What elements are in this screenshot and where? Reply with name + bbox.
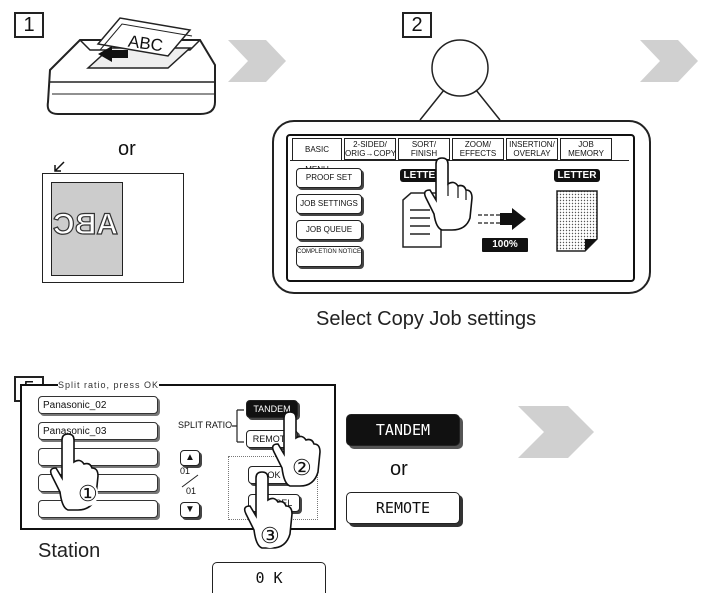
step-mark-3: ③ — [260, 523, 280, 548]
control-panel-frame: BASIC MENU 2-SIDED/ ORIG→COPY SORT/ FINI… — [272, 120, 651, 294]
chevron-arrow-icon — [640, 40, 698, 82]
document-feeder-illustration — [46, 17, 216, 115]
or-label-2: or — [390, 458, 408, 480]
page-total: 01 — [186, 486, 197, 496]
step-mark-1: ① — [78, 481, 98, 506]
step-1-number: 1 — [14, 12, 44, 38]
completion-notice-button[interactable]: COMPLETION NOTICE — [296, 246, 362, 267]
tab-insertion-overlay[interactable]: INSERTION/ OVERLAY — [506, 138, 558, 160]
ok-button[interactable]: 0 K — [212, 562, 326, 593]
tab-divider — [290, 160, 629, 161]
page-divider — [181, 474, 199, 488]
mirrored-text: ABC — [52, 207, 118, 241]
glass-placement: ABC — [42, 173, 184, 283]
station-field-1[interactable]: Panasonic_02 — [38, 396, 158, 414]
mirrored-document — [51, 182, 123, 276]
station-caption: Station — [38, 540, 101, 562]
step-2-number: 2 — [402, 12, 432, 38]
magnifier-callout — [419, 39, 501, 121]
screen-header-text: Split ratio, press OK — [58, 380, 160, 390]
touch-screen: BASIC MENU 2-SIDED/ ORIG→COPY SORT/ FINI… — [286, 134, 635, 282]
split-ratio-bracket — [232, 409, 244, 443]
tandem-button[interactable]: TANDEM — [346, 414, 460, 446]
paper-size-left: LETTER — [400, 169, 446, 182]
tab-zoom-effects[interactable]: ZOOM/ EFFECTS — [452, 138, 504, 160]
job-settings-button[interactable]: JOB SETTINGS — [296, 194, 362, 214]
step-2-caption: Select Copy Job settings — [316, 308, 537, 330]
zoom-ratio: 100% — [482, 238, 528, 252]
tab-basic-menu[interactable]: BASIC MENU — [292, 138, 342, 174]
proof-set-button[interactable]: PROOF SET — [296, 168, 362, 188]
tab-job-memory[interactable]: JOB MEMORY — [560, 138, 612, 160]
copy-direction-arrow-icon — [478, 208, 526, 230]
tab-2-sided[interactable]: 2-SIDED/ ORIG→COPY — [344, 138, 397, 160]
chevron-arrow-icon — [228, 40, 286, 82]
pointing-hand-icon — [423, 157, 473, 231]
chevron-arrow-icon — [518, 406, 594, 458]
page-current: 01 — [180, 466, 191, 476]
or-label-1: or — [118, 138, 136, 160]
remote-button[interactable]: REMOTE — [346, 492, 460, 524]
step-mark-2: ② — [292, 455, 312, 480]
tab-sort-finish[interactable]: SORT/ FINISH — [398, 138, 450, 160]
scroll-down-button[interactable]: ▼ — [180, 502, 200, 518]
corner-arrow-icon — [54, 161, 65, 172]
paper-size-right: LETTER — [554, 169, 600, 182]
scroll-up-button[interactable]: ▲ — [180, 450, 200, 466]
job-queue-button[interactable]: JOB QUEUE — [296, 220, 362, 240]
copy-output-icon — [556, 190, 598, 252]
station-screen: Split ratio, press OK Panasonic_02 Panas… — [20, 380, 336, 549]
split-ratio-label: SPLIT RATIO — [178, 420, 233, 430]
